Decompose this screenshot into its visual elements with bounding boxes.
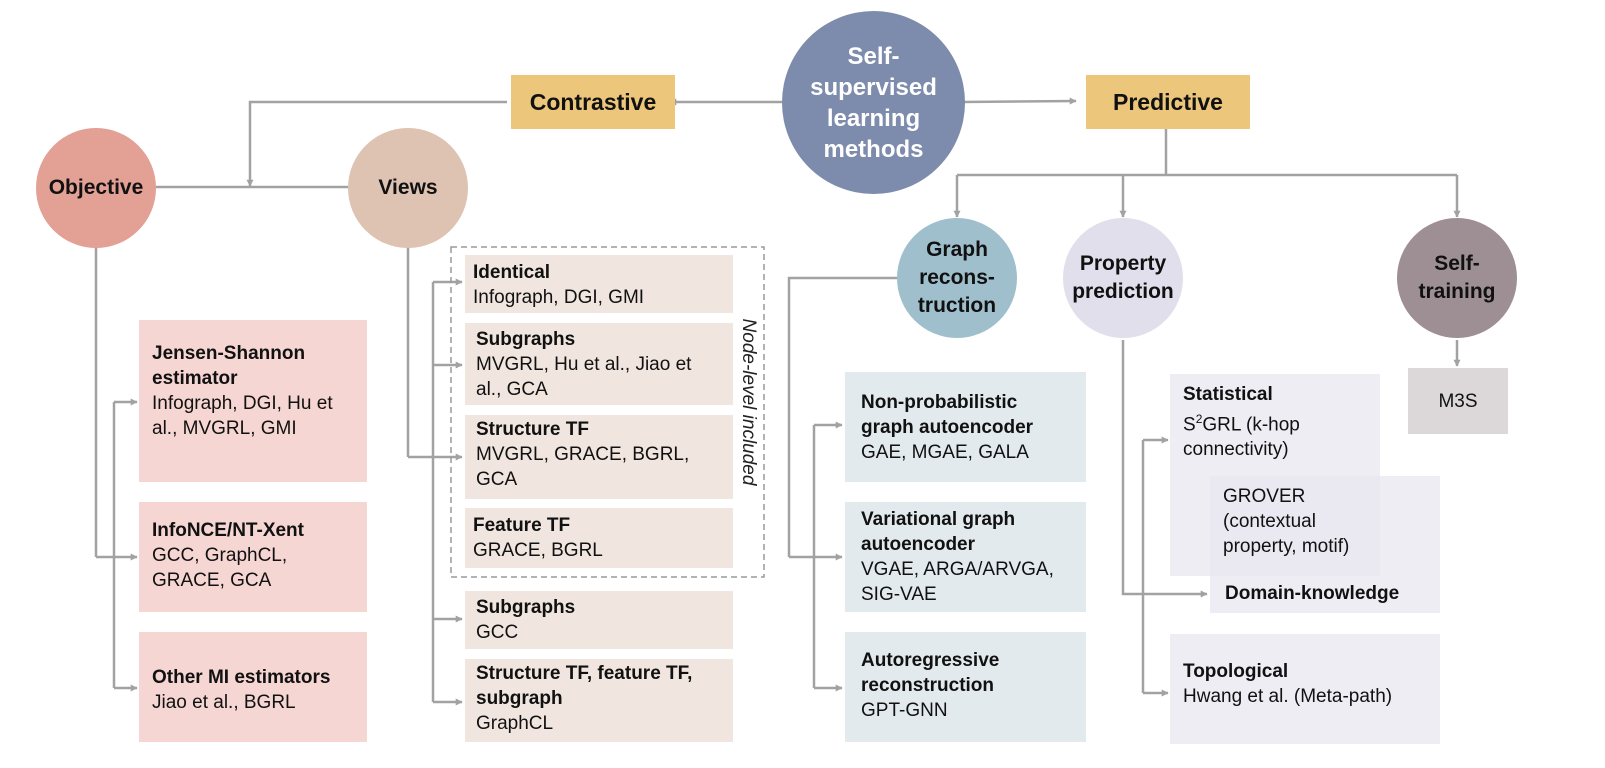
property-desc-prefix: S [1183, 414, 1196, 436]
objective-item-desc: Infograph, DGI, Hu et al., MVGRL, GMI [152, 393, 333, 439]
graph-reconstruction-node: Graph recons- truction [897, 218, 1017, 338]
predictive-tag: Predictive [1086, 75, 1250, 129]
objective-item-title: Jensen-Shannon estimator [152, 343, 306, 389]
recon-item-autoregressive: Autoregressive reconstruction GPT-GNN [845, 632, 1086, 742]
property-item-desc: S2GRL (k-hop connectivity) [1183, 407, 1367, 462]
property-desc-sup: 2 [1195, 412, 1203, 426]
property-item-domain-knowledge: GROVER (contextual property, motif) Doma… [1210, 476, 1440, 613]
recon-item-title: Non-probabilistic graph autoencoder [861, 392, 1034, 438]
property-item-topological: Topological Hwang et al. (Meta-path) [1170, 634, 1440, 744]
objective-node: Objective [36, 128, 156, 248]
objective-label: Objective [48, 176, 144, 199]
graph-reconstruction-label: Graph recons- truction [917, 238, 997, 317]
recon-item-desc: GAE, MGAE, GALA [861, 442, 1029, 463]
view-item-title: Structure TF, feature TF, subgraph [476, 663, 693, 709]
objective-item-other-mi: Other MI estimators Jiao et al., BGRL [139, 632, 367, 742]
recon-item-desc: GPT-GNN [861, 700, 948, 721]
property-prediction-node: Property prediction [1063, 218, 1183, 338]
view-item-desc: MVGRL, GRACE, BGRL, GCA [476, 444, 690, 490]
objective-item-title: InfoNCE/NT-Xent [152, 520, 304, 541]
view-item-title: Subgraphs [476, 597, 576, 618]
view-item-desc: Infograph, DGI, GMI [473, 287, 645, 308]
property-item-title: Statistical [1183, 384, 1273, 405]
view-item-desc: GRACE, BGRL [473, 540, 603, 561]
self-training-label: Self- training [1418, 252, 1496, 303]
views-node: Views [348, 128, 468, 248]
property-item-grover: GROVER (contextual property, motif) [1223, 486, 1350, 557]
recon-item-variational: Variational graph autoencoder VGAE, ARGA… [845, 502, 1086, 612]
property-desc-rest: GRL (k-hop connectivity) [1183, 414, 1300, 461]
recon-item-title: Variational graph autoencoder [861, 509, 1016, 555]
view-item-desc: MVGRL, Hu et al., Jiao et al., GCA [476, 354, 692, 400]
objective-item-desc: Jiao et al., BGRL [152, 692, 296, 713]
view-item-title: Feature TF [473, 515, 571, 536]
property-item-desc: Hwang et al. (Meta-path) [1183, 686, 1393, 707]
view-item-desc: GCC [476, 622, 519, 643]
objective-item-infonce: InfoNCE/NT-Xent GCC, GraphCL, GRACE, GCA [139, 502, 367, 612]
views-label: Views [378, 176, 438, 199]
property-item-title: Domain-knowledge [1225, 583, 1400, 604]
contrastive-label: Contrastive [529, 88, 657, 115]
property-item-title: Topological [1183, 661, 1289, 682]
objective-item-jensen-shannon: Jensen-Shannon estimator Infograph, DGI,… [139, 320, 367, 482]
view-item-title: Subgraphs [476, 329, 576, 350]
predictive-label: Predictive [1113, 88, 1223, 115]
recon-item-title: Autoregressive reconstruction [861, 650, 1000, 696]
view-item-desc: GraphCL [476, 713, 554, 734]
node-level-text: Node-level included [738, 318, 759, 486]
recon-item-non-probabilistic: Non-probabilistic graph autoencoder GAE,… [845, 372, 1086, 482]
view-item-subgraphs: Subgraphs MVGRL, Hu et al., Jiao et al.,… [465, 323, 733, 405]
objective-item-desc: GCC, GraphCL, GRACE, GCA [152, 545, 288, 591]
self-training-item-m3s: M3S [1408, 368, 1508, 434]
root-node: Self- supervised learning methods [782, 11, 965, 194]
view-item-structure-tf: Structure TF MVGRL, GRACE, BGRL, GCA [465, 415, 733, 499]
property-prediction-label: Property prediction [1072, 252, 1174, 303]
recon-item-desc: VGAE, ARGA/ARVGA, SIG-VAE [861, 559, 1054, 605]
view-item-title: Structure TF [476, 419, 589, 440]
node-level-dashed-box [450, 246, 765, 578]
view-item-identical: Identical Infograph, DGI, GMI [465, 255, 733, 313]
root-label: Self- supervised learning methods [810, 42, 937, 163]
view-item-structure-feature-subgraph: Structure TF, feature TF, subgraph Graph… [465, 659, 733, 742]
view-item-feature-tf: Feature TF GRACE, BGRL [465, 508, 733, 568]
view-item-title: Identical [473, 262, 551, 283]
self-training-item-desc: M3S [1438, 390, 1478, 412]
objective-item-title: Other MI estimators [152, 667, 331, 688]
view-item-subgraphs-gcc: Subgraphs GCC [465, 591, 733, 649]
self-training-node: Self- training [1397, 218, 1517, 338]
contrastive-tag: Contrastive [511, 75, 675, 129]
